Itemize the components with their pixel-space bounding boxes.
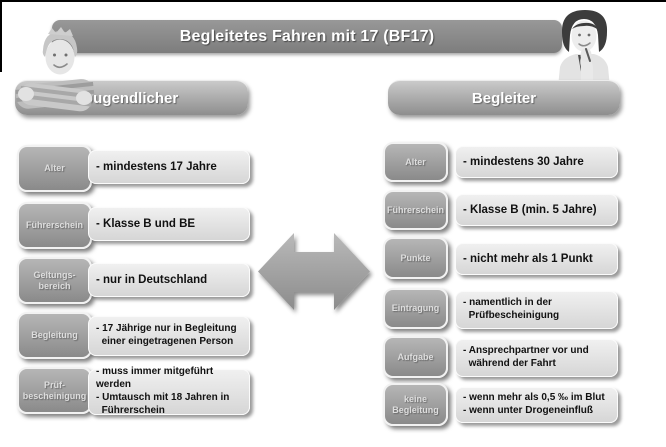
left-desc-alter-text: - mindestens 17 Jahre — [96, 160, 217, 173]
left-border-line — [0, 0, 2, 72]
left-label-geltungsbereich: Geltungs- bereich — [17, 257, 92, 304]
right-desc-alter-text: - mindestens 30 Jahre — [463, 155, 584, 168]
right-desc-punkte-text: - nicht mehr als 1 Punkt — [463, 252, 593, 265]
right-label-keine-begleitung-text: keine Begleitung — [392, 394, 439, 415]
left-desc-fuehrerschein-text: - Klasse B und BE — [96, 217, 196, 230]
left-desc-fuehrerschein: - Klasse B und BE — [88, 207, 250, 241]
right-label-alter: Alter — [383, 142, 448, 182]
right-label-fuehrerschein-text: Führerschein — [386, 204, 444, 215]
header-bar: Begleitetes Fahren mit 17 (BF17) — [52, 20, 562, 53]
right-desc-fuehrerschein-text: - Klasse B (min. 5 Jahre) — [463, 203, 597, 216]
left-column-title-label: Jugendlicher — [84, 89, 179, 107]
right-label-eintragung-text: Eintragung — [391, 303, 440, 314]
left-desc-pruefbescheinigung: - muss immer mitgeführt werden - Umtausc… — [88, 366, 250, 416]
right-desc-eintragung-text: - namentlich in der Prüfbescheinigung — [463, 297, 560, 321]
left-desc-pruefbescheinigung-text: - muss immer mitgeführt werden - Umtausc… — [96, 366, 230, 416]
right-label-fuehrerschein: Führerschein — [383, 190, 448, 230]
right-desc-aufgabe-text: - Ansprechpartner vor und während der Fa… — [463, 345, 589, 369]
right-label-eintragung: Eintragung — [383, 288, 448, 329]
right-column-title: Begleiter — [388, 80, 620, 115]
right-label-alter-text: Alter — [405, 156, 426, 167]
right-label-aufgabe: Aufgabe — [383, 336, 448, 378]
left-label-fuehrerschein-text: Führerschein — [25, 220, 83, 231]
left-label-geltungsbereich-text: Geltungs- bereich — [33, 270, 76, 291]
young-driver-photo — [15, 27, 95, 112]
right-label-keine-begleitung: keine Begleitung — [383, 383, 448, 426]
boy-illustration — [15, 27, 95, 112]
left-desc-begleitung: - 17 Jährige nur in Begleitung einer ein… — [88, 316, 250, 356]
left-label-alter: Alter — [17, 145, 92, 192]
left-label-fuehrerschein: Führerschein — [17, 202, 92, 249]
right-label-punkte-text: Punkte — [400, 252, 431, 263]
right-label-aufgabe-text: Aufgabe — [397, 351, 434, 362]
left-label-begleitung-text: Begleitung — [31, 330, 78, 341]
left-label-begleitung: Begleitung — [17, 312, 92, 359]
right-label-punkte: Punkte — [383, 237, 448, 279]
right-desc-punkte: - nicht mehr als 1 Punkt — [455, 243, 618, 275]
left-label-alter-text: Alter — [44, 163, 65, 174]
left-desc-begleitung-text: - 17 Jährige nur in Begleitung einer ein… — [96, 323, 237, 347]
right-desc-keine-begleitung: - wenn mehr als 0,5 ‰ im Blut - wenn unt… — [455, 387, 618, 423]
left-desc-geltungsbereich-text: - nur in Deutschland — [96, 273, 208, 286]
left-label-pruefbescheinigung: Prüf- bescheinigung — [17, 367, 92, 414]
left-desc-geltungsbereich: - nur in Deutschland — [88, 263, 250, 297]
right-column-title-label: Begleiter — [471, 89, 537, 107]
right-desc-alter: - mindestens 30 Jahre — [455, 146, 618, 178]
right-desc-eintragung: - namentlich in der Prüfbescheinigung — [455, 291, 618, 329]
left-label-pruefbescheinigung-text: Prüf- bescheinigung — [22, 380, 87, 401]
page-title: Begleitetes Fahren mit 17 (BF17) — [179, 27, 435, 45]
right-desc-keine-begleitung-text: - wenn mehr als 0,5 ‰ im Blut - wenn unt… — [463, 392, 605, 416]
right-desc-aufgabe: - Ansprechpartner vor und während der Fa… — [455, 339, 618, 377]
left-desc-alter: - mindestens 17 Jahre — [88, 150, 250, 184]
left-right-arrow-icon — [258, 233, 370, 310]
right-desc-fuehrerschein: - Klasse B (min. 5 Jahre) — [455, 194, 618, 226]
exchange-arrow — [255, 225, 375, 325]
top-border-line — [0, 0, 666, 2]
